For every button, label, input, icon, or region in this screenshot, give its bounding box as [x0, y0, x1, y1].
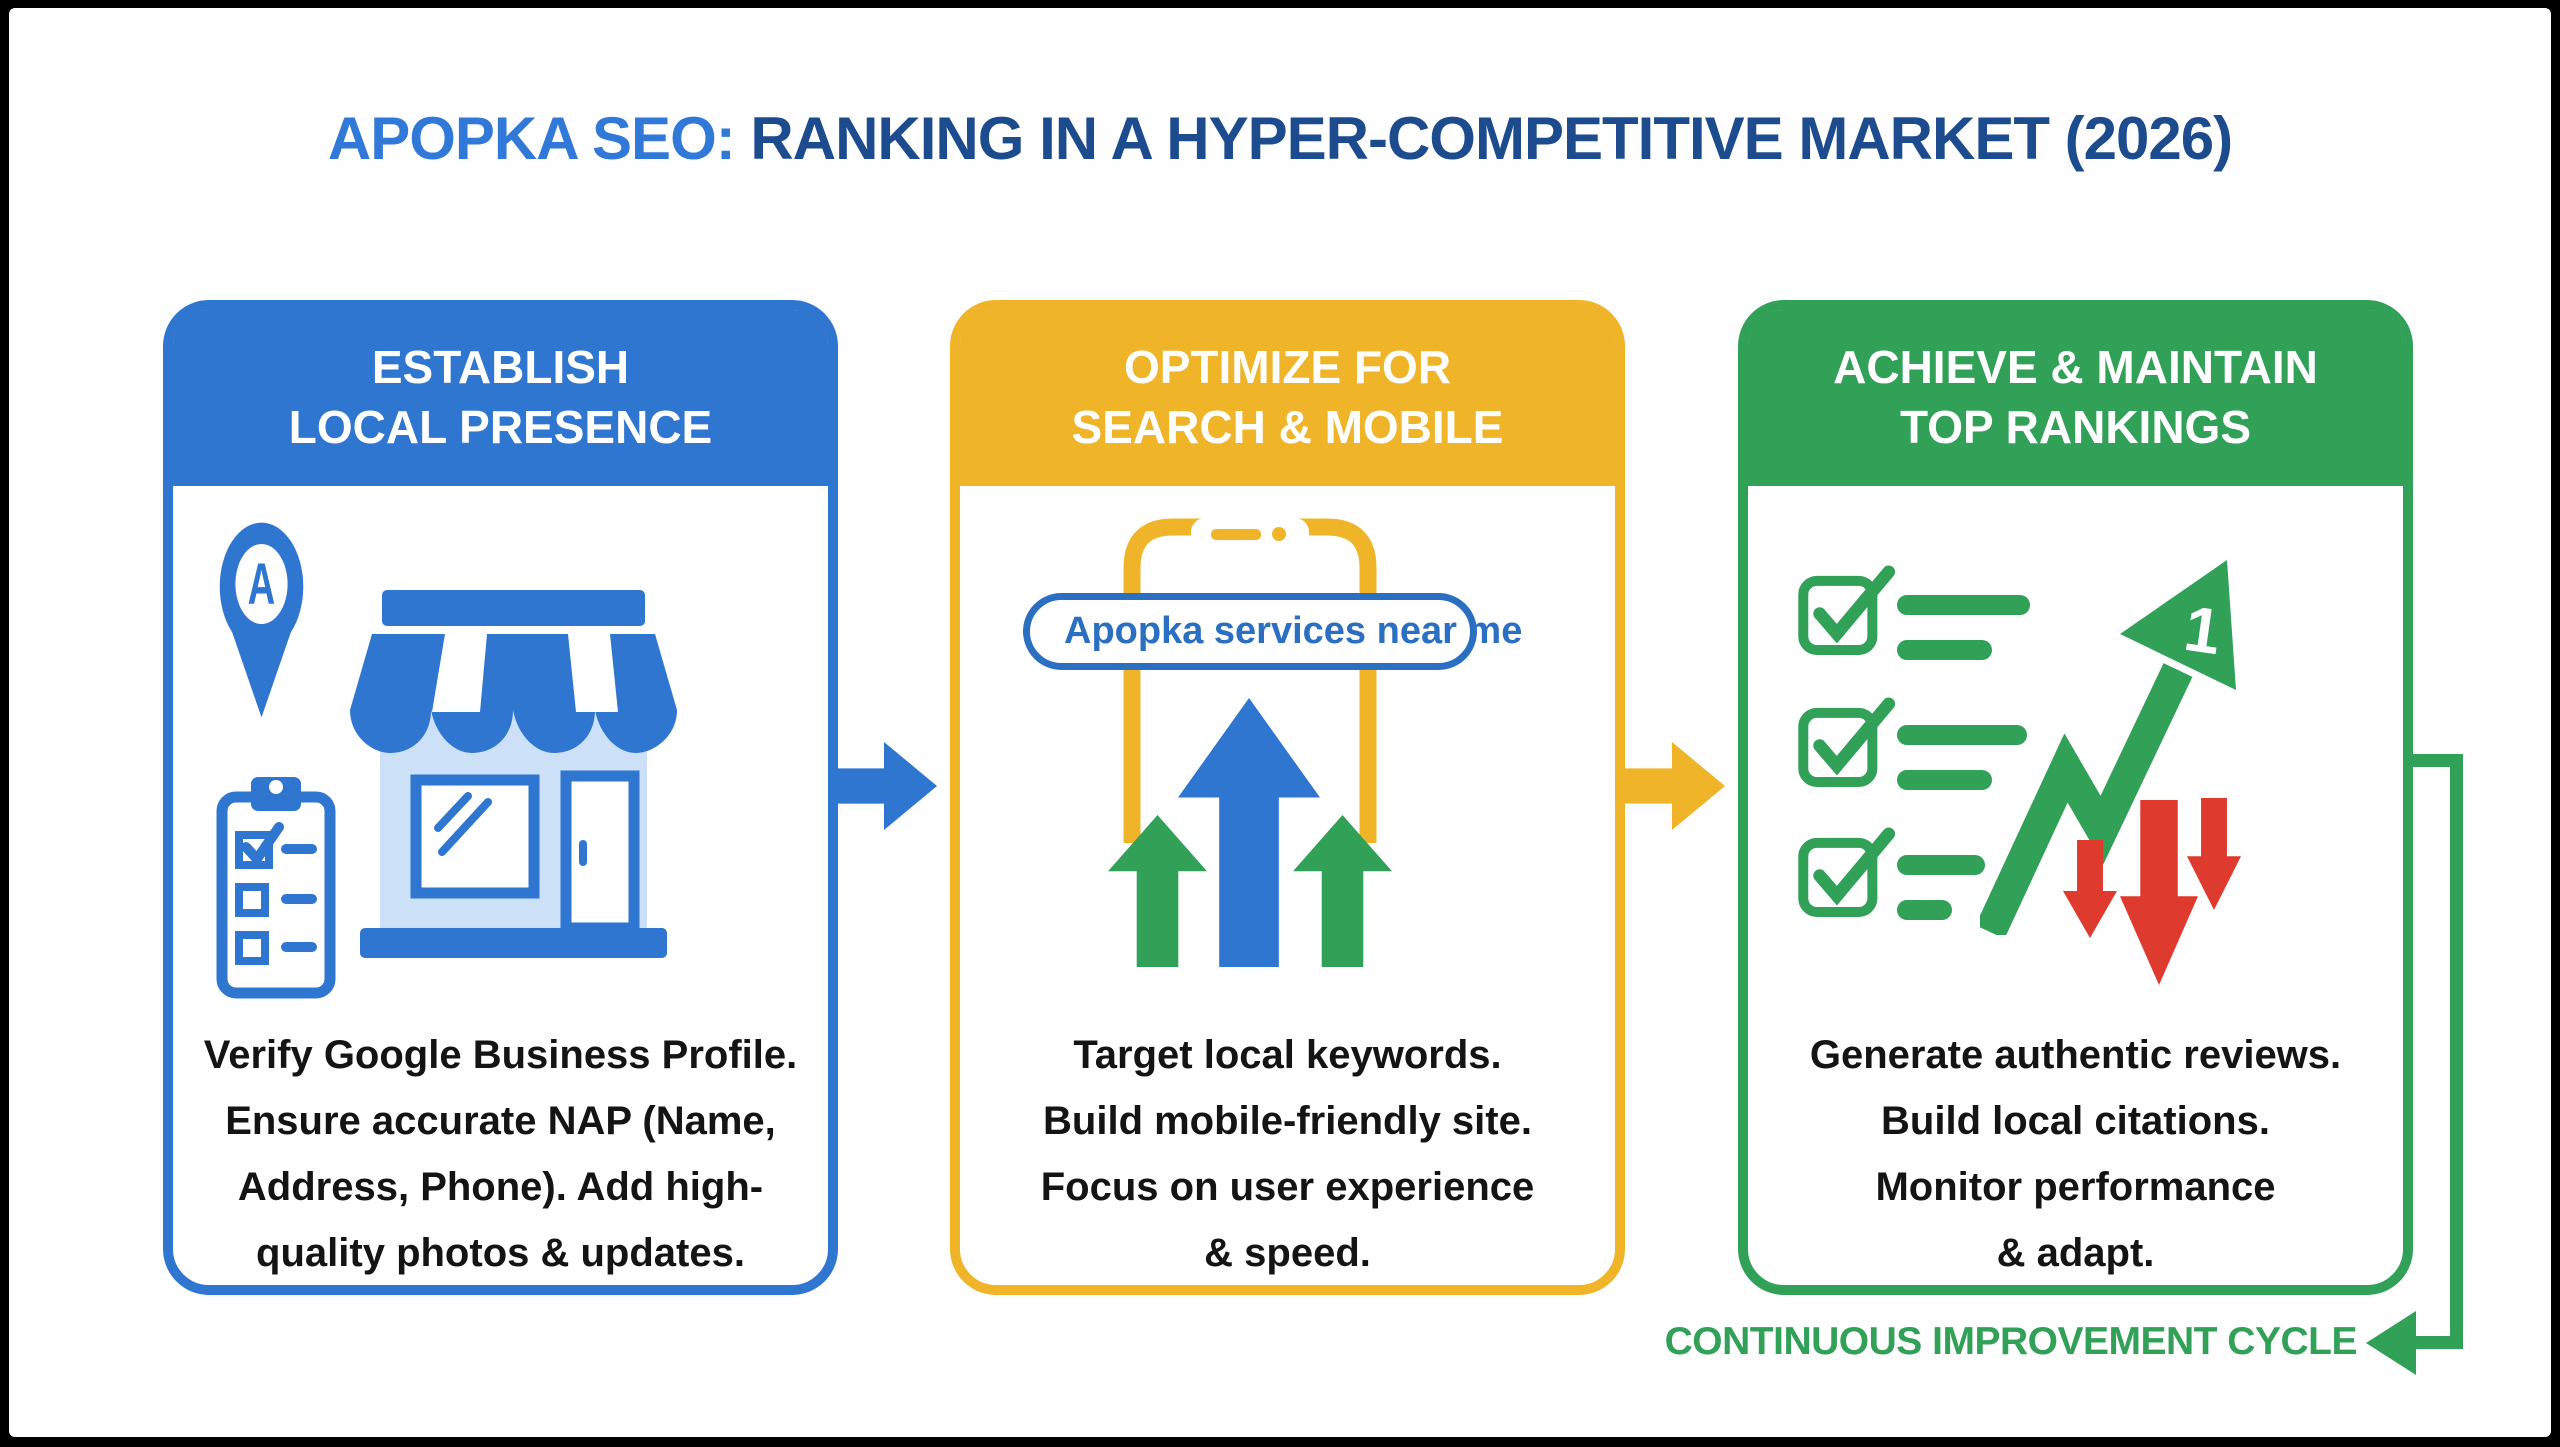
pin-letter: A — [248, 552, 276, 617]
search-query-text: Apopka services near me — [1064, 610, 1523, 652]
checkbox-checked-icon — [1798, 697, 1896, 787]
card3-header: ACHIEVE & MAINTAIN TOP RANKINGS — [1748, 310, 2403, 486]
page-title: APOPKA SEO: RANKING IN A HYPER-COMPETITI… — [0, 104, 2560, 173]
location-pin-icon: A — [219, 522, 304, 718]
card3-description: Generate authentic reviews. Build local … — [1809, 1033, 2342, 1275]
checkbox-checked-icon — [1798, 827, 1896, 917]
cycle-label: CONTINUOUS IMPROVEMENT CYCLE — [1664, 1320, 2358, 1363]
card-achieve-top-rankings: ACHIEVE & MAINTAIN TOP RANKINGS 1 Genera… — [1738, 300, 2413, 1295]
rank-up-zigzag-arrow-icon: 1 — [1980, 560, 2236, 935]
list-line — [1897, 725, 2027, 745]
card1-header: ESTABLISH LOCAL PRESENCE — [173, 310, 828, 486]
list-line — [1897, 595, 2030, 615]
list-line — [1897, 640, 1992, 660]
page-title-rest: RANKING IN A HYPER-COMPETITIVE MARKET (2… — [734, 105, 2233, 172]
cycle-loop-line-right — [2450, 754, 2463, 1349]
cycle-loop-line-top — [2404, 754, 2463, 767]
checklist-clipboard-icon — [216, 777, 336, 999]
checkbox-checked-icon — [1798, 565, 1896, 655]
storefront-icon — [350, 590, 677, 958]
cycle-loop-line-bottom — [2406, 1336, 2463, 1349]
card2-header: OPTIMIZE FOR SEARCH & MOBILE — [960, 310, 1615, 486]
list-line — [1897, 770, 1992, 790]
card-optimize-search-mobile: OPTIMIZE FOR SEARCH & MOBILE Apopka serv… — [950, 300, 1625, 1295]
smartphone-icon — [1123, 518, 1377, 843]
list-line — [1897, 855, 1985, 875]
card2-description: Target local keywords. Build mobile-frie… — [1040, 1033, 1535, 1275]
list-line — [1897, 900, 1952, 920]
page-title-highlight: APOPKA SEO: — [327, 105, 736, 172]
card1-description: Verify Google Business Profile. Ensure a… — [203, 1033, 798, 1275]
search-bar: Apopka services near me — [1023, 593, 1522, 670]
card-establish-local-presence: ESTABLISH LOCAL PRESENCE A — [163, 300, 838, 1295]
